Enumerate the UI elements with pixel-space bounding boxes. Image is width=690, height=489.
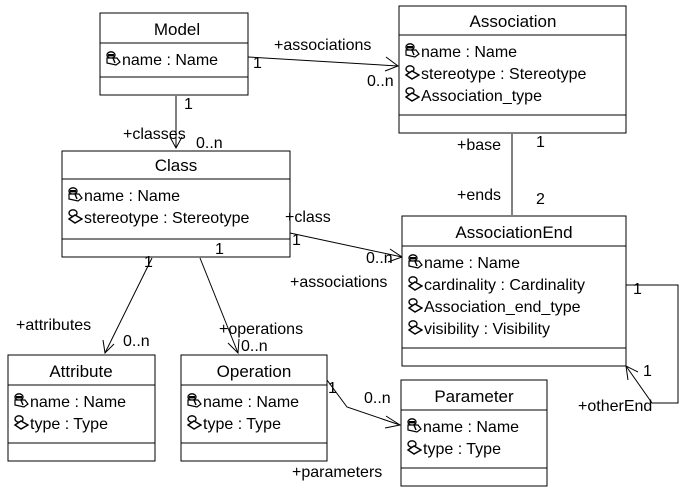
self-association-role-label: +otherEnd xyxy=(578,398,652,415)
class-attribute-target-multiplicity: 0..n xyxy=(123,333,150,350)
class-attribute: name : Name xyxy=(122,52,218,69)
class-attribute: type : Type xyxy=(30,416,108,433)
class-box-association-end[interactable]: AssociationEnd name : Name cardinality : C… xyxy=(401,215,627,367)
operation-parameter-arrowhead xyxy=(384,415,402,429)
association-base-multiplicity: 1 xyxy=(536,134,545,151)
class-attribute-role-label: +attributes xyxy=(16,317,91,334)
class-attribute-edge[interactable] xyxy=(104,257,153,354)
class-attribute: stereotype : Stereotype xyxy=(84,210,250,227)
model-association-role-label: +associations xyxy=(274,37,371,54)
class-name: AssociationEnd xyxy=(455,223,572,242)
model-class-target-multiplicity: 0..n xyxy=(196,135,223,152)
class-attribute: name : Name xyxy=(423,419,519,436)
operation-parameter-source-multiplicity: 1 xyxy=(328,380,337,397)
class-end-associations-role-label: +associations xyxy=(290,274,387,291)
class-attribute: name : Name xyxy=(203,394,299,411)
class-attribute: name : Name xyxy=(84,188,180,205)
class-attribute: Association_end_type xyxy=(424,299,581,316)
model-association-target-multiplicity: 0..n xyxy=(367,73,394,90)
class-attribute: name : Name xyxy=(424,255,520,272)
class-attribute: visibility : Visibility xyxy=(424,321,550,338)
class-name: Operation xyxy=(217,362,292,381)
operation-parameter-edge[interactable] xyxy=(326,379,401,426)
class-operation-edge[interactable] xyxy=(199,257,239,354)
model-class-role-label: +classes xyxy=(123,126,186,143)
class-attribute: type : Type xyxy=(203,416,281,433)
classes: Model name : Name Association name : Name st… xyxy=(7,5,627,487)
model-class-source-multiplicity: 1 xyxy=(184,96,193,113)
class-name: Attribute xyxy=(49,362,112,381)
class-box-frame xyxy=(401,215,627,367)
class-end-source-multiplicity: 1 xyxy=(292,232,301,249)
self-association-source-multiplicity: 1 xyxy=(633,281,642,298)
class-box-association[interactable]: Association name : Name stereotype : Stere… xyxy=(398,5,627,134)
class-box-frame xyxy=(99,12,249,96)
association-base-role-label: +base xyxy=(457,137,501,154)
class-associationend-edge[interactable] xyxy=(289,232,403,258)
associationend-self-edge[interactable] xyxy=(625,284,679,404)
class-attribute-source-multiplicity: 1 xyxy=(144,254,153,271)
class-attribute: type : Type xyxy=(423,441,501,458)
connectors xyxy=(102,56,679,429)
model-association-source-multiplicity: 1 xyxy=(253,55,262,72)
class-attribute: Association_type xyxy=(421,88,542,105)
class-end-role-label: +class xyxy=(285,209,331,226)
association-labels: +associations 1 0..n 1 +classes 0..n +ba… xyxy=(16,37,652,481)
class-box-class[interactable]: Class name : Name stereotype : Stereotype xyxy=(61,150,291,258)
class-operation-arrowhead xyxy=(227,338,240,355)
class-box-operation[interactable]: Operation name : Name type : Type xyxy=(180,354,328,462)
class-box-attribute[interactable]: Attribute name : Name type : Type xyxy=(7,354,156,462)
class-attribute: name : Name xyxy=(421,44,517,61)
class-attribute: cardinality : Cardinality xyxy=(424,277,585,294)
class-attribute: name : Name xyxy=(30,394,126,411)
model-class-arrowhead xyxy=(169,136,183,150)
class-attribute-arrowhead xyxy=(102,339,115,355)
class-end-target-multiplicity: 0..n xyxy=(366,250,393,267)
model-association-arrowhead xyxy=(384,56,400,72)
association-ends-role-label: +ends xyxy=(457,187,501,204)
class-name: Model xyxy=(154,20,200,39)
class-operation-role-label: +operations xyxy=(219,321,303,338)
class-operation-target-multiplicity: 0..n xyxy=(241,338,268,355)
class-name: Association xyxy=(470,12,557,31)
self-association-target-multiplicity: 1 xyxy=(643,363,652,380)
operation-parameter-role-label: +parameters xyxy=(292,464,382,481)
class-name: Class xyxy=(155,156,198,175)
class-name: Parameter xyxy=(434,387,514,406)
model-association-edge[interactable] xyxy=(247,56,399,67)
class-attribute: stereotype : Stereotype xyxy=(421,66,587,83)
class-box-parameter[interactable]: Parameter name : Name type : Type xyxy=(400,379,548,487)
class-box-frame xyxy=(398,5,627,134)
class-operation-source-multiplicity: 1 xyxy=(215,241,224,258)
operation-parameter-target-multiplicity: 0..n xyxy=(364,390,391,407)
association-ends-multiplicity: 2 xyxy=(536,191,545,208)
class-box-model[interactable]: Model name : Name xyxy=(99,12,249,96)
